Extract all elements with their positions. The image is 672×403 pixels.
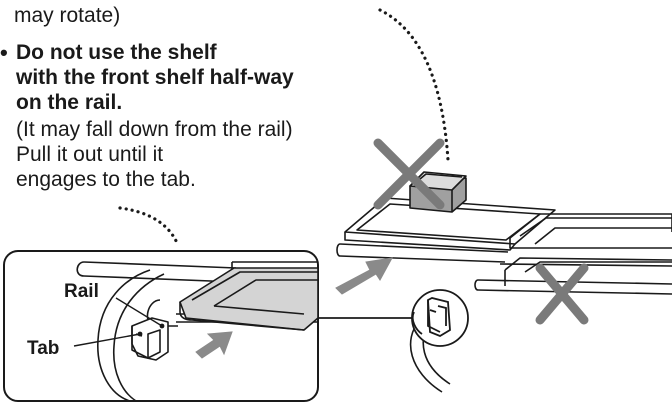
inset-detail [76, 261, 318, 402]
rail-leader-line [115, 297, 163, 327]
bullet-marker: • [0, 40, 8, 65]
intro-fragment: may rotate) [14, 4, 121, 27]
inset-shelf [179, 267, 319, 331]
dotted-leader-inset [118, 206, 180, 247]
note-line-1: (It may fall down from the rail) [16, 118, 293, 141]
pull-arrow [195, 331, 233, 359]
warning-line-1: Do not use the shelf [16, 41, 217, 64]
note-line-2: Pull it out until it [16, 143, 164, 166]
warning-line-2: with the front shelf half-way [16, 66, 294, 89]
tab-label: Tab [27, 338, 60, 359]
prohibited-x-marks [373, 138, 589, 325]
warning-line-3: on the rail. [16, 91, 123, 114]
rail-leader-dot [159, 323, 165, 329]
tab-leader-line [73, 333, 141, 347]
tab-leader-dot [137, 331, 143, 337]
note-line-3: engages to the tab. [16, 168, 196, 191]
push-arrow [335, 257, 393, 295]
dotted-leader-top [378, 8, 450, 162]
rail-label: Rail [64, 281, 99, 302]
magnify-circle [411, 289, 469, 347]
fridge-shelves [336, 197, 672, 393]
